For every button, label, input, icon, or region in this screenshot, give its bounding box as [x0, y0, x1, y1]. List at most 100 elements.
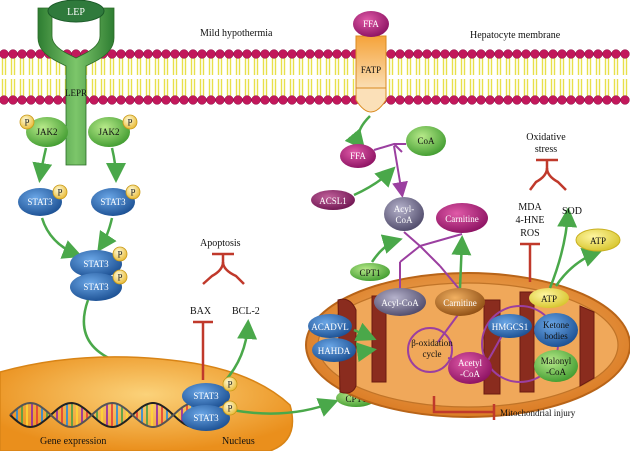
phospho-label: P [227, 380, 232, 390]
oxidative-label: Oxidative [526, 132, 566, 143]
acsl1: ACSL1 [311, 190, 355, 210]
svg-text:HAHDA: HAHDA [318, 346, 351, 356]
mda-label: MDA [518, 202, 542, 213]
carnitine-mito: Carnitine [435, 288, 485, 316]
carnitine-cytosol: Carnitine [436, 203, 488, 233]
arrow-jak-stat-left [32, 147, 53, 183]
acetyl-coa: Acetyl -CoA [448, 352, 492, 384]
svg-text:STAT3: STAT3 [83, 282, 109, 292]
svg-text:Acyl-CoA: Acyl-CoA [381, 298, 419, 308]
svg-text:CoA: CoA [395, 215, 413, 225]
atp-mito: ATP [529, 288, 569, 308]
svg-text:HMGCS1: HMGCS1 [492, 322, 529, 332]
svg-text:bodies: bodies [544, 331, 568, 341]
phospho-badge [112, 246, 128, 262]
svg-text:Acetyl: Acetyl [458, 358, 482, 368]
ffa-top: FFA [353, 11, 389, 37]
phospho-badge [112, 269, 128, 285]
phospho-badge [19, 114, 35, 130]
gene-expression-label: Gene expression [40, 436, 106, 447]
phospho-label: P [57, 188, 62, 198]
svg-text:CPT1: CPT1 [345, 394, 366, 404]
svg-text:Ketone: Ketone [543, 320, 569, 330]
arrow-cpt1-lower [231, 398, 339, 417]
fatp-label: FATP [361, 65, 381, 75]
acyl-coa-mito: Acyl-CoA [374, 288, 426, 316]
arrow-stat-dimer-right [97, 217, 117, 253]
svg-text:-CoA: -CoA [546, 367, 567, 377]
stress-label: stress [535, 144, 557, 155]
hmgcs1: HMGCS1 [488, 314, 532, 338]
arrow-atp-out [554, 248, 603, 287]
svg-text:STAT3: STAT3 [193, 413, 219, 423]
arrow-acsl1 [353, 166, 396, 197]
stat3-left: STAT3 [18, 188, 62, 216]
bax-label: BAX [190, 306, 212, 317]
atp-out: ATP [575, 228, 621, 252]
apoptosis-label: Apoptosis [200, 238, 241, 249]
lep-ligand [47, 0, 105, 23]
fatp-transporter: FATP [355, 35, 387, 113]
svg-text:STAT3: STAT3 [83, 259, 109, 269]
arrow-jak-stat-right [105, 147, 126, 183]
phospho-label: P [117, 250, 122, 260]
phospho-badge [125, 184, 141, 200]
phospho-label: P [24, 118, 29, 128]
svg-text:ACADVL: ACADVL [311, 322, 349, 332]
lep-label: LEP [67, 7, 85, 18]
svg-text:JAK2: JAK2 [98, 127, 119, 137]
svg-text:-CoA: -CoA [460, 369, 481, 379]
jak2-left: JAK2 [26, 117, 68, 147]
lepr-label: LEPR [65, 88, 87, 98]
svg-text:FFA: FFA [350, 151, 366, 161]
phospho-label: P [117, 273, 122, 283]
phospho-label: P [227, 404, 232, 414]
hahda: HAHDA [312, 338, 356, 362]
svg-text:ACSL1: ACSL1 [319, 196, 347, 206]
arrow-fatp-ffa [344, 115, 371, 150]
leptin-receptor: LEP LEPR [37, 0, 115, 166]
arrow-carnitine-out [451, 235, 472, 289]
svg-text:STAT3: STAT3 [193, 391, 219, 401]
cpt1-upper: CPT1 [350, 263, 390, 281]
sod-label: SOD [562, 206, 582, 217]
svg-text:FFA: FFA [363, 19, 379, 29]
phospho-badge [122, 114, 138, 130]
stat3-nuclear-dimer: STAT3 STAT3 [182, 383, 230, 431]
mild-hypothermia-label: Mild hypothermia [200, 28, 273, 39]
phospho-label: P [127, 118, 132, 128]
svg-text:CoA: CoA [417, 136, 435, 146]
stat3-right: STAT3 [91, 188, 135, 216]
svg-text:ATP: ATP [541, 294, 557, 304]
malonyl-coa: Malonyl -CoA [534, 350, 578, 382]
svg-text:Carnitine: Carnitine [443, 298, 477, 308]
phospho-label: P [130, 188, 135, 198]
beta-oxidation-label: β-oxidation [411, 338, 453, 348]
acyl-coa-cytosol: Acyl- CoA [384, 197, 424, 231]
svg-text:Carnitine: Carnitine [445, 214, 479, 224]
inhibit-mito-injury [432, 396, 494, 414]
phospho-badge [222, 400, 238, 416]
svg-text:JAK2: JAK2 [36, 127, 57, 137]
phospho-badge [222, 376, 238, 392]
ketone-bodies: Ketone bodies [534, 313, 578, 347]
mitochondrial-injury-label: Mitochondrial injury [500, 408, 576, 418]
svg-text:ATP: ATP [590, 236, 606, 246]
svg-text:CPT1: CPT1 [359, 268, 380, 278]
beta-oxidation-cycle-label: cycle [423, 349, 442, 359]
ros-label: ROS [520, 228, 539, 239]
stat3-dimer: STAT3 STAT3 [70, 250, 122, 301]
hepatocyte-membrane-label: Hepatocyte membrane [470, 30, 561, 41]
arrow-acyl-formation [392, 145, 408, 198]
svg-text:Malonyl: Malonyl [541, 356, 572, 366]
ffa-inner: FFA [340, 144, 376, 168]
phospho-badge [52, 184, 68, 200]
bcl2-label: BCL-2 [232, 306, 260, 317]
apoptosis-inhibition [202, 252, 245, 285]
jak2-right: JAK2 [88, 117, 130, 147]
arrow-stat-dimer-left [40, 217, 83, 259]
coa: CoA [406, 126, 446, 156]
arrow-cpt1-upper [370, 234, 403, 263]
